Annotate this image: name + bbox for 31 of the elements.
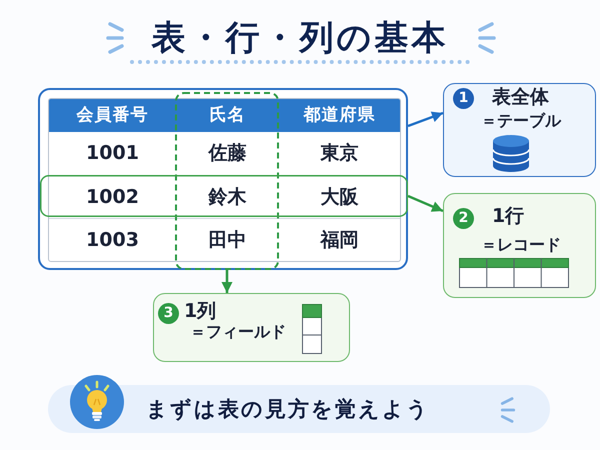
table-cell-text: 東京 <box>319 141 360 166</box>
arrow <box>222 270 232 293</box>
info-card <box>443 193 596 298</box>
table-cell: 田中 <box>176 218 279 261</box>
step-number: 2 <box>453 208 474 229</box>
arrow <box>408 194 444 212</box>
info-card <box>443 83 596 177</box>
arrow <box>408 112 444 128</box>
table-cell: 1003 <box>49 218 176 261</box>
column-header: 氏名 <box>176 99 279 132</box>
table-cell: 大阪 <box>279 175 400 218</box>
table-cell-text: 佐藤 <box>207 141 248 166</box>
table-cell: 1002 <box>49 175 176 218</box>
column-highlight <box>175 92 279 270</box>
card-subtitle: ＝レコード <box>481 234 561 256</box>
column-header: 会員番号 <box>49 99 176 132</box>
title: 表・行・列の基本 <box>152 17 448 60</box>
info-card <box>153 293 350 362</box>
card-title: 1行 <box>492 204 524 228</box>
card-title: 表全体 <box>492 85 549 109</box>
tip-text: まずは表の見方を覚えよう <box>146 396 430 423</box>
row-highlight <box>40 175 408 217</box>
table-cell-text: 1001 <box>85 141 140 166</box>
card-title: 1列 <box>184 299 216 323</box>
step-number: 1 <box>453 88 474 109</box>
table-cell: 鈴木 <box>176 175 279 218</box>
step-number: 3 <box>158 303 179 324</box>
table-cell: 福岡 <box>279 218 400 261</box>
column-header: 都道府県 <box>279 99 400 132</box>
card-subtitle: ＝フィールド <box>190 321 286 343</box>
card-subtitle: ＝テーブル <box>481 110 561 132</box>
